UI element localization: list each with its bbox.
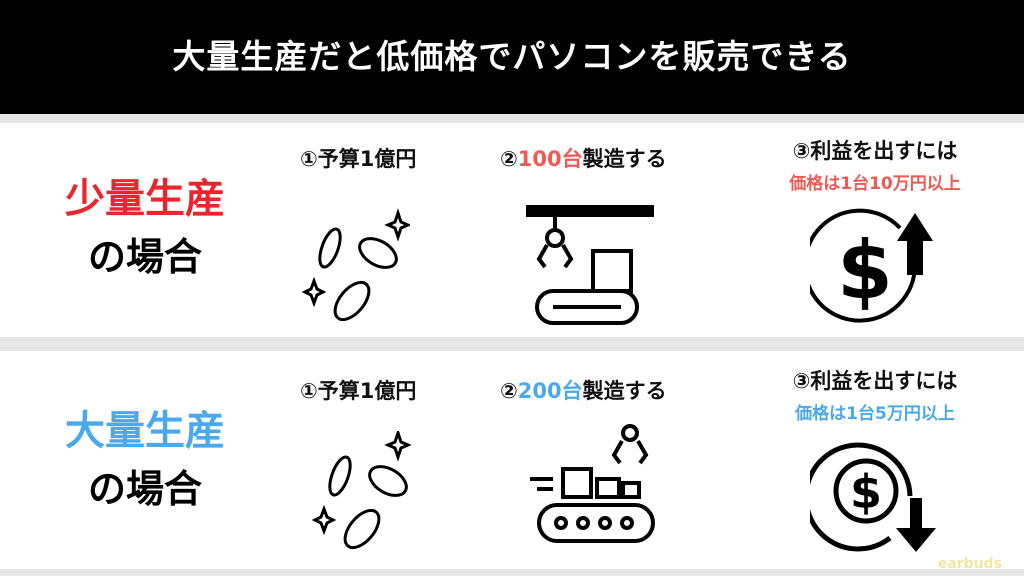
profit-text: ③利益を出すには価格は1台10万円以上 [760, 135, 990, 194]
price-text: 価格は1台10万円以上 [789, 174, 961, 194]
dollar-price-down-icon: $ [810, 442, 936, 552]
svg-text:$: $ [850, 465, 882, 519]
profit-text: ③利益を出すには価格は1台5万円以上 [760, 365, 990, 424]
row-label: 少量生産 の場合 [30, 171, 260, 287]
row-title: 少量生産 [65, 176, 225, 222]
row-title: 大量生産 [65, 408, 225, 454]
title-bar: 大量生産だと低価格でパソコンを販売できる [0, 0, 1024, 114]
conveyor-mass-production-icon [530, 424, 655, 543]
page-title: 大量生産だと低価格でパソコンを販売できる [172, 37, 852, 76]
coins-icon [301, 208, 410, 322]
coins-icon [311, 431, 412, 550]
dollar-price-up-icon: $ [810, 208, 933, 323]
row-subtitle: の場合 [87, 467, 202, 511]
mass-production-panel: 大量生産 の場合 ①予算1億円 ②200台製造する ③利益を出すには価格は1台5… [0, 351, 1024, 569]
budget-text: ①予算1億円 [300, 147, 417, 171]
price-text: 価格は1台5万円以上 [795, 404, 955, 424]
factory-robot-arm-icon [526, 205, 654, 325]
production-text: ②100台製造する [500, 147, 667, 171]
production-text: ②200台製造する [500, 379, 667, 403]
production-qty: 200台 [517, 379, 583, 403]
svg-text:$: $ [837, 224, 893, 317]
row-label: 大量生産 の場合 [30, 403, 260, 519]
watermark-logo: earbuds [937, 556, 1002, 572]
small-production-panel: 少量生産 の場合 ①予算1億円 ②100台製造する ③利益を出すには価格は1台1… [0, 123, 1024, 337]
production-qty: 100台 [517, 147, 583, 171]
row-subtitle: の場合 [87, 235, 202, 279]
budget-text: ①予算1億円 [300, 379, 417, 403]
